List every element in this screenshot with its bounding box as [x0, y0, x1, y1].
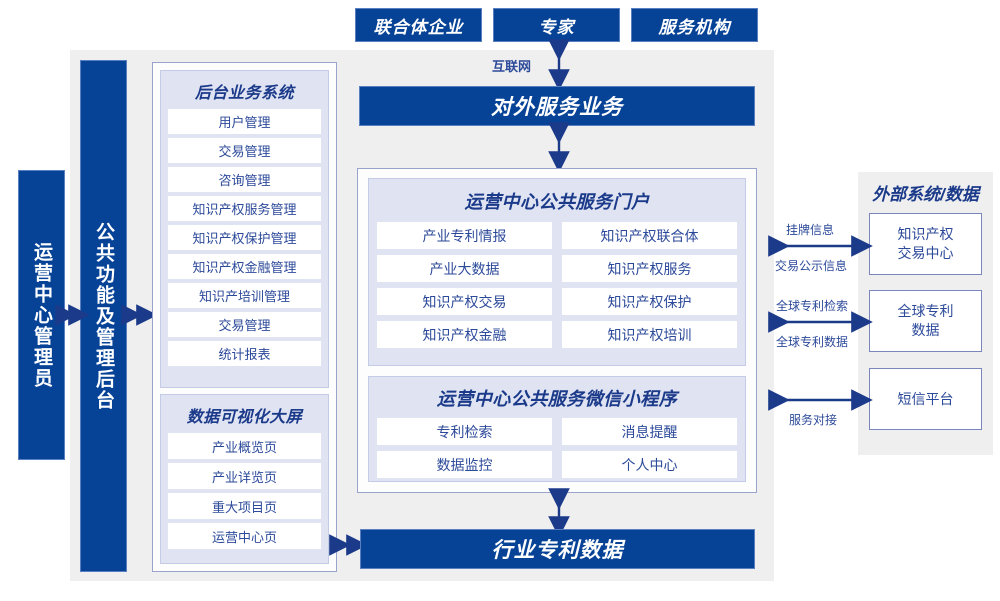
miniprogram-item[interactable]: 个人中心 [562, 451, 737, 478]
portal-item[interactable]: 知识产权培训 [562, 321, 737, 348]
dataviz-item[interactable]: 产业概览页 [168, 433, 321, 459]
dataviz-items: 产业概览页 产业详览页 重大项目页 运营中心页 [168, 433, 321, 549]
ip-exchange-label-bottom: 交易公示信息 [775, 257, 847, 274]
portal-item[interactable]: 知识产权保护 [562, 288, 737, 315]
backoffice-item[interactable]: 知识产培训管理 [168, 283, 321, 308]
backoffice-item[interactable]: 统计报表 [168, 341, 321, 366]
backoffice-business-items: 用户管理 交易管理 咨询管理 知识产权服务管理 知识产权保护管理 知识产权金融管… [168, 109, 321, 366]
ip-exchange-label-top: 挂牌信息 [786, 221, 834, 238]
left-column-operator-label: 运营中心管理员 [31, 241, 52, 389]
backoffice-business-panel-title: 后台业务系统 [194, 85, 294, 102]
top-box-expert[interactable]: 专家 [493, 8, 620, 42]
miniprogram-items-grid: 专利检索 消息提醒 数据监控 个人中心 [377, 418, 737, 478]
miniprogram-item[interactable]: 数据监控 [377, 451, 552, 478]
external-item-global-patent[interactable]: 全球专利数据 [869, 290, 982, 352]
sms-label-bottom-text: 服务对接 [789, 413, 838, 427]
miniprogram-panel: 运营中心公共服务微信小程序 专利检索 消息提醒 数据监控 个人中心 [368, 376, 746, 482]
left-column-common-functions[interactable]: 公共功能及管理后台 [80, 60, 127, 572]
backoffice-item[interactable]: 用户管理 [168, 109, 321, 134]
left-column-common-functions-label: 公共功能及管理后台 [93, 221, 114, 411]
external-systems-title-text: 外部系统/数据 [872, 185, 979, 204]
global-patent-label-bottom: 全球专利数据 [776, 333, 848, 350]
internet-label-text: 互联网 [492, 59, 532, 74]
external-service-business-bar[interactable]: 对外服务业务 [359, 86, 755, 126]
sms-connector-arrow [768, 389, 873, 411]
portal-panel-title: 运营中心公共服务门户 [464, 192, 650, 212]
backoffice-item[interactable]: 知识产权金融管理 [168, 254, 321, 279]
internet-label: 互联网 [492, 56, 531, 75]
top-box-service-org-label: 服务机构 [658, 17, 731, 37]
ip-exchange-connector-arrow [768, 235, 873, 257]
common-to-backoffice-arrow [121, 304, 158, 326]
ip-exchange-label-top-text: 挂牌信息 [786, 223, 835, 237]
top-box-expert-label: 专家 [538, 17, 575, 37]
sms-label-bottom: 服务对接 [789, 411, 837, 428]
backoffice-item[interactable]: 咨询管理 [168, 167, 321, 192]
miniprogram-item[interactable]: 消息提醒 [562, 418, 737, 445]
global-patent-connector-arrow [768, 311, 873, 333]
industry-patent-data-label: 行业专利数据 [491, 539, 624, 562]
service-to-portal-arrow [548, 122, 570, 173]
operator-to-common-arrow [55, 304, 90, 326]
global-patent-label-top-text: 全球专利检索 [776, 299, 849, 313]
dataviz-item[interactable]: 重大项目页 [168, 493, 321, 519]
global-patent-label-bottom-text: 全球专利数据 [776, 335, 849, 349]
backoffice-to-patentdata-arrow [329, 534, 368, 556]
backoffice-item[interactable]: 交易管理 [168, 138, 321, 163]
backoffice-item[interactable]: 交易管理 [168, 312, 321, 337]
dataviz-item[interactable]: 运营中心页 [168, 523, 321, 549]
dataviz-item[interactable]: 产业详览页 [168, 463, 321, 489]
backoffice-business-panel: 后台业务系统 用户管理 交易管理 咨询管理 知识产权服务管理 知识产权保护管理 … [160, 70, 329, 388]
external-item-global-patent-label: 全球专利数据 [897, 303, 954, 338]
portal-item[interactable]: 知识产权金融 [377, 321, 552, 348]
external-service-business-label: 对外服务业务 [491, 96, 623, 119]
top-box-service-org[interactable]: 服务机构 [631, 8, 758, 42]
backoffice-item[interactable]: 知识产权服务管理 [168, 196, 321, 221]
external-item-sms-platform[interactable]: 短信平台 [869, 368, 982, 430]
dataviz-panel: 数据可视化大屏 产业概览页 产业详览页 重大项目页 运营中心页 [160, 394, 329, 564]
top-box-consortium[interactable]: 联合体企业 [355, 8, 482, 42]
global-patent-label-top: 全球专利检索 [776, 297, 848, 314]
central-to-patentdata-arrow [548, 488, 570, 538]
external-item-ip-exchange[interactable]: 知识产权交易中心 [869, 213, 982, 275]
top-box-consortium-label: 联合体企业 [373, 17, 464, 37]
ip-exchange-label-bottom-text: 交易公示信息 [775, 259, 848, 273]
external-item-ip-exchange-label: 知识产权交易中心 [897, 226, 954, 261]
portal-panel: 运营中心公共服务门户 产业专利情报 知识产权联合体 产业大数据 知识产权服务 知… [368, 178, 746, 366]
portal-item[interactable]: 知识产权联合体 [562, 222, 737, 249]
portal-items-grid: 产业专利情报 知识产权联合体 产业大数据 知识产权服务 知识产权交易 知识产权保… [377, 222, 737, 348]
backoffice-item[interactable]: 知识产权保护管理 [168, 225, 321, 250]
dataviz-panel-title: 数据可视化大屏 [186, 409, 303, 426]
miniprogram-item[interactable]: 专利检索 [377, 418, 552, 445]
internet-connector-arrow [548, 39, 570, 91]
external-systems-title: 外部系统/数据 [858, 180, 993, 205]
portal-item[interactable]: 产业专利情报 [377, 222, 552, 249]
miniprogram-panel-title: 运营中心公共服务微信小程序 [436, 389, 678, 409]
portal-item[interactable]: 知识产权交易 [377, 288, 552, 315]
industry-patent-data-bar[interactable]: 行业专利数据 [360, 529, 755, 569]
external-item-sms-platform-label: 短信平台 [897, 390, 954, 407]
left-column-operator[interactable]: 运营中心管理员 [18, 170, 65, 460]
portal-item[interactable]: 知识产权服务 [562, 255, 737, 282]
portal-item[interactable]: 产业大数据 [377, 255, 552, 282]
